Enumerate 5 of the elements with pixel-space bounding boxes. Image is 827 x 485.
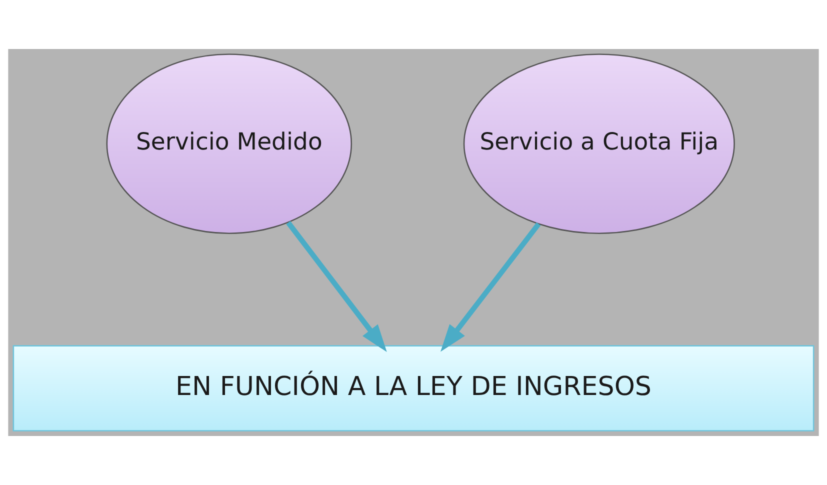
node-box: EN FUNCIÓN A LA LEY DE INGRESOS	[12, 345, 814, 432]
node-ellipse: Servicio a Cuota Fija	[463, 54, 735, 234]
arrow	[440, 222, 541, 352]
arrow	[286, 221, 387, 352]
node-ellipse: Servicio Medido	[106, 54, 352, 234]
